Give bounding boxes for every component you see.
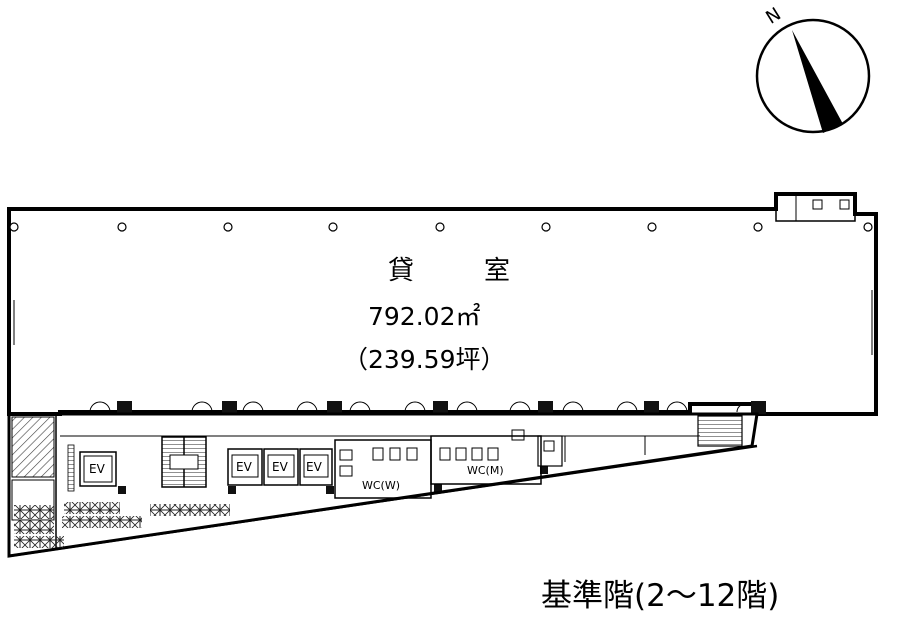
vent-grid: [62, 516, 142, 528]
rental-room-area-sqm: 792.02㎡: [368, 302, 480, 331]
meter-box-icon: [812, 199, 823, 210]
column-markers: [9, 222, 873, 232]
restroom-men-label: WC(M): [467, 464, 504, 477]
door-swings: [89, 401, 746, 413]
north-compass: N: [755, 4, 871, 134]
column-marker: [435, 222, 445, 232]
column-marker: [223, 222, 233, 232]
structural-columns: [117, 401, 766, 494]
vent-grid: [64, 502, 120, 514]
utility-room: [775, 193, 856, 222]
restroom-men: [430, 435, 542, 485]
rental-room-area-tsubo: （239.59坪）: [343, 345, 505, 374]
column-marker: [647, 222, 657, 232]
rental-room-label: 貸 室: [388, 256, 532, 286]
elevator-label: EV: [89, 462, 106, 476]
toilet-fixtures: [439, 429, 525, 461]
vent-grid: [14, 536, 64, 548]
vent-grid: [150, 504, 230, 516]
vent-grid: [14, 505, 54, 519]
column-marker: [9, 222, 19, 232]
meter-box-icon: [839, 199, 850, 210]
emergency-stairs: [697, 415, 743, 447]
north-arrow-icon: [792, 30, 843, 133]
column-marker: [117, 222, 127, 232]
ev-panel: [67, 444, 75, 492]
column-marker: [753, 222, 763, 232]
pantry: [537, 435, 563, 467]
elevator-label: EV: [306, 460, 323, 474]
column-marker: [328, 222, 338, 232]
passenger-elevators: EV EV EV: [227, 448, 333, 486]
mechanical-shaft: [11, 416, 55, 478]
column-marker: [541, 222, 551, 232]
freight-elevator: [79, 451, 117, 487]
restroom-women-label: WC(W): [362, 479, 400, 492]
stair-landing: [169, 454, 199, 470]
floor-title: 基準階(2～12階): [541, 578, 779, 614]
column-marker: [863, 222, 873, 232]
north-label: N: [762, 4, 785, 29]
vent-grid: [14, 520, 54, 534]
elevator-label: EV: [236, 460, 253, 474]
elevator-label: EV: [272, 460, 289, 474]
compass-circle: [755, 18, 871, 134]
service-core: EV EV EV EV WC(W): [7, 412, 759, 558]
toilet-fixtures: [339, 447, 418, 477]
